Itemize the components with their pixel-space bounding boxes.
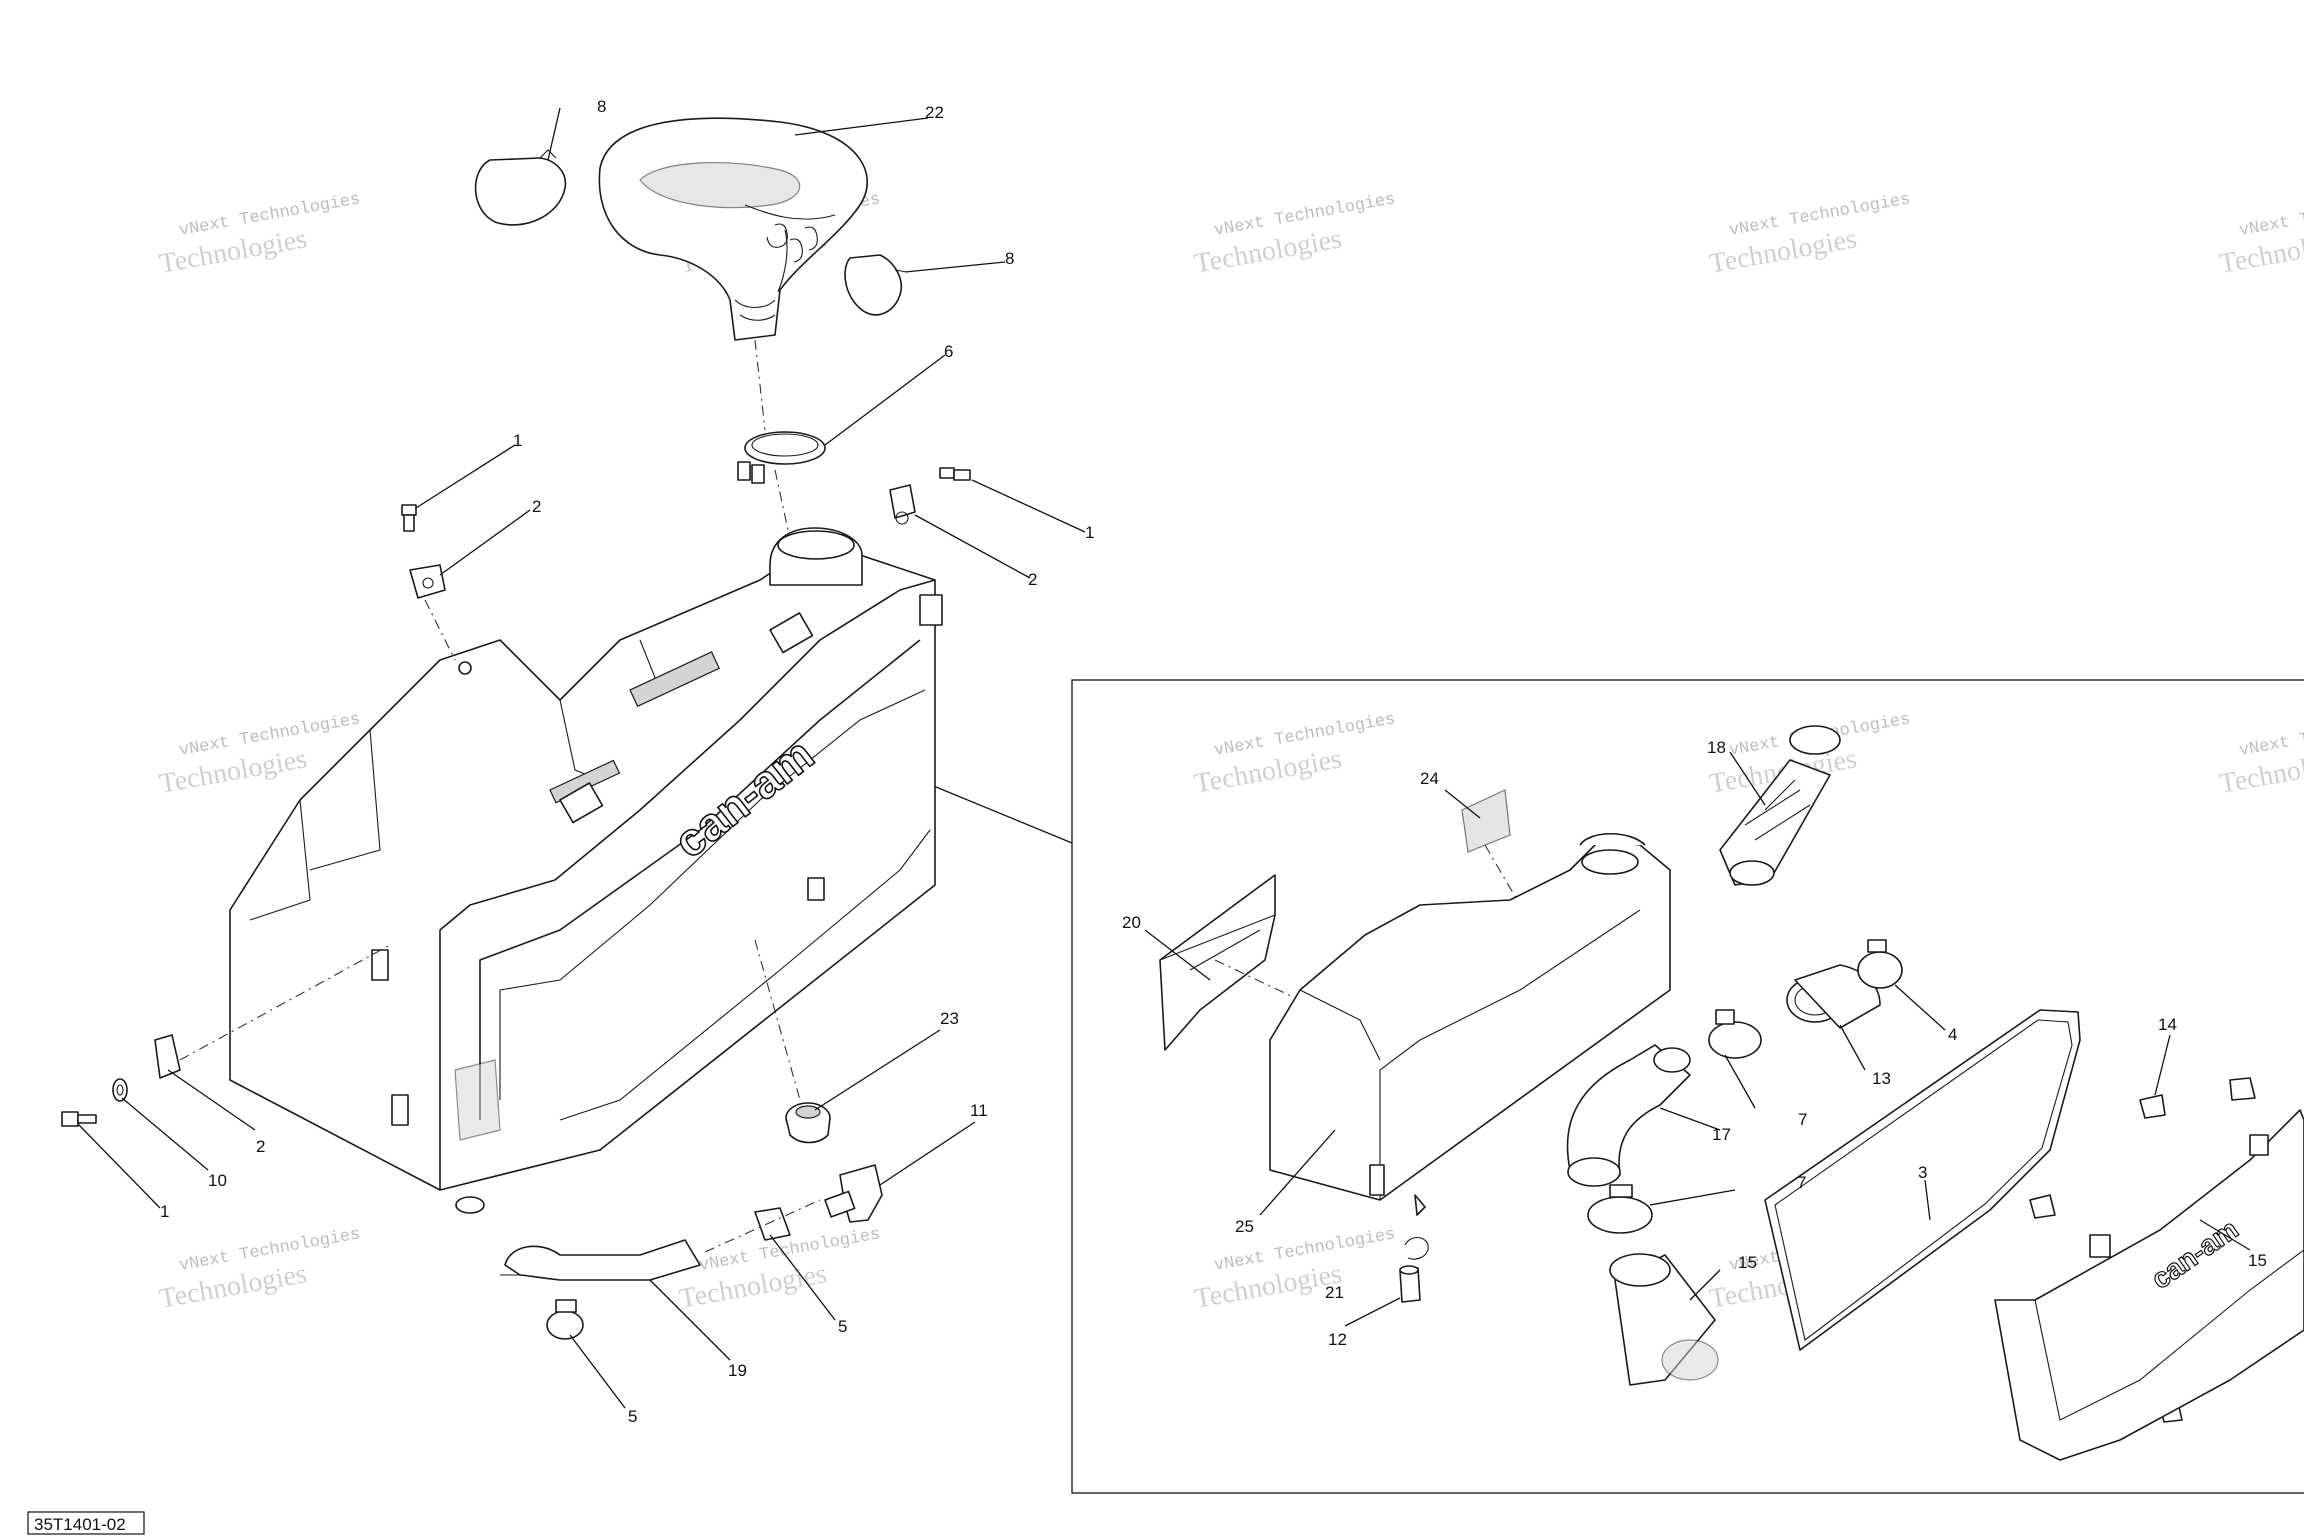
callout-2-top-left: 2 — [532, 497, 541, 516]
callout-14: 14 — [2158, 1015, 2177, 1034]
airbox-assembly: can-am — [61, 117, 971, 1340]
clip-14-c — [2029, 1194, 2056, 1219]
clamp-7-lower — [1587, 1184, 1653, 1234]
callout-10: 10 — [208, 1171, 227, 1190]
clip-nut-2-bottom-left — [154, 1034, 181, 1079]
callout-3: 3 — [1918, 1163, 1927, 1182]
clip-nut-2-top-right — [889, 484, 916, 525]
callout-7-upper: 7 — [1798, 1110, 1807, 1129]
drain-hose-19 — [500, 1239, 701, 1281]
callout-15-left: 15 — [1738, 1253, 1757, 1272]
callout-25: 25 — [1235, 1217, 1254, 1236]
coupler-13 — [1786, 964, 1881, 1029]
callout-18: 18 — [1707, 738, 1726, 757]
screw-1-top-right — [939, 467, 971, 481]
washer-10 — [112, 1078, 128, 1102]
leader-lines — [77, 107, 2251, 1409]
callout-5-right: 5 — [838, 1317, 847, 1336]
airbox-housing: can-am — [229, 527, 943, 1214]
svg-text:vNext Technologies: vNext Technologies — [2238, 190, 2304, 241]
drawing-reference-box: 35T1401-02 — [27, 1511, 145, 1535]
callout-1-bottom-left: 1 — [160, 1202, 169, 1221]
callout-8-right: 8 — [1005, 249, 1014, 268]
clip-21 — [1404, 1236, 1429, 1260]
hose-clamp-6 — [737, 431, 826, 484]
callout-4: 4 — [1948, 1025, 1957, 1044]
callout-6: 6 — [944, 342, 953, 361]
screw-1-top-left — [401, 504, 417, 532]
hose-clamp-8b — [844, 254, 908, 316]
callout-numbers: 8 22 8 6 1 2 1 2 2 10 1 23 11 5 19 5 20 … — [160, 97, 2267, 1426]
callout-15-right: 15 — [2248, 1251, 2267, 1270]
callout-5-left: 5 — [628, 1407, 637, 1426]
elbow-duct-17 — [1566, 1044, 1691, 1187]
baffle-panel-20 — [1159, 874, 1276, 1051]
detail-parts: can-am — [1159, 725, 2304, 1461]
callout-17: 17 — [1712, 1125, 1731, 1144]
drain-elbow-11 — [824, 1164, 883, 1223]
gasket-3 — [1764, 1009, 2081, 1351]
detail-view-frame — [1071, 679, 2304, 1494]
clip-nut-2-top-left — [409, 564, 446, 599]
callout-21: 21 — [1325, 1283, 1344, 1302]
grommet-23 — [785, 1102, 831, 1144]
callout-13: 13 — [1872, 1069, 1891, 1088]
callout-2-bottom-left: 2 — [256, 1137, 265, 1156]
callout-8-top: 8 — [597, 97, 606, 116]
airbox-cover-15: can-am — [1994, 1109, 2304, 1461]
clip-14-a — [2139, 1094, 2166, 1119]
callout-1-top-left: 1 — [513, 431, 522, 450]
airbox-lower-housing-25 — [1269, 833, 1671, 1216]
callout-22: 22 — [925, 103, 944, 122]
callout-19: 19 — [728, 1361, 747, 1380]
callout-1-top-right: 1 — [1085, 523, 1094, 542]
hose-clamp-8a — [474, 149, 567, 226]
callout-24: 24 — [1420, 769, 1439, 788]
drawing-reference: 35T1401-02 — [34, 1515, 126, 1534]
callout-12: 12 — [1328, 1330, 1347, 1349]
clamp-5-right — [754, 1207, 791, 1241]
decal-24 — [1461, 789, 1511, 853]
callout-2-top-right: 2 — [1028, 570, 1037, 589]
clamp-5-left — [546, 1299, 584, 1340]
callout-7-lower: 7 — [1797, 1173, 1806, 1192]
callout-20: 20 — [1122, 913, 1141, 932]
air-intake-tube — [598, 117, 869, 341]
screw-1-bottom-left — [61, 1111, 97, 1127]
callout-11: 11 — [970, 1101, 988, 1120]
clip-14-b — [2229, 1077, 2256, 1101]
clamp-4 — [1857, 939, 1903, 989]
svg-text:vNext Technologies: vNext Technologies — [2238, 710, 2304, 761]
air-filter — [1609, 1253, 1719, 1386]
inlet-duct-18 — [1719, 725, 1841, 886]
cap-12 — [1399, 1265, 1421, 1303]
callout-23: 23 — [940, 1009, 959, 1028]
clamp-7-upper — [1708, 1009, 1762, 1059]
